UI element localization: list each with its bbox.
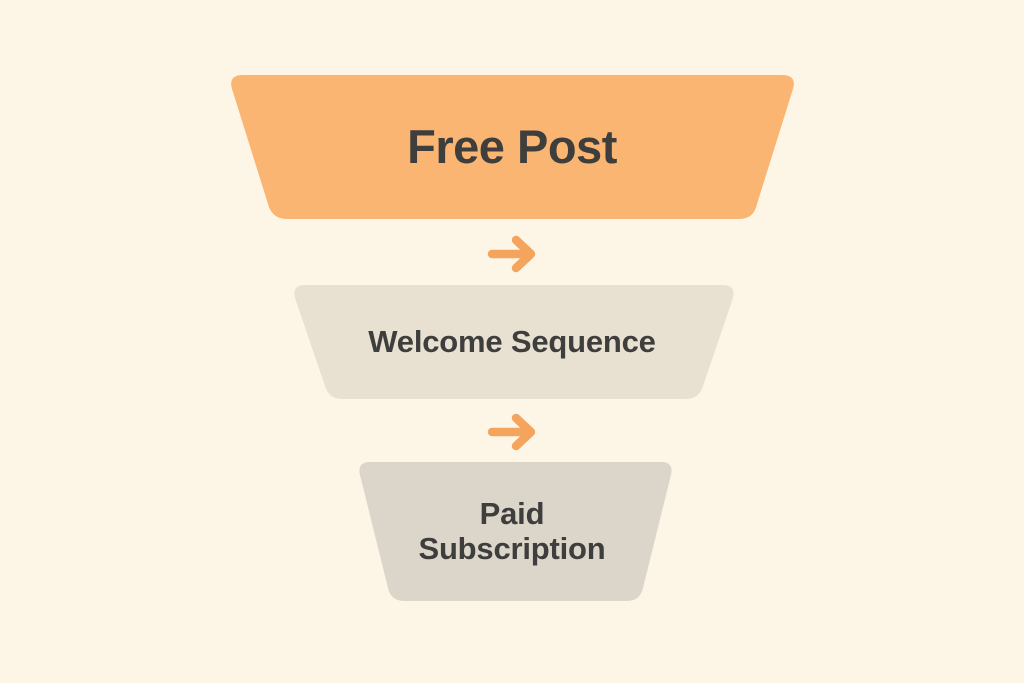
arrow-right-icon bbox=[487, 413, 536, 451]
trapezoid-path bbox=[294, 285, 734, 399]
funnel-connector-1 bbox=[0, 228, 1024, 280]
funnel-connector-2 bbox=[0, 406, 1024, 458]
funnel-stage-label: Welcome Sequence bbox=[368, 323, 656, 359]
trapezoid-path bbox=[231, 75, 794, 219]
funnel-stage-free-post[interactable]: Free Post bbox=[0, 75, 1024, 219]
funnel-stage-shape bbox=[231, 75, 794, 219]
arrow-right-icon bbox=[487, 235, 536, 273]
funnel-stage-paid-subscription[interactable]: Paid Subscription bbox=[0, 462, 1024, 601]
funnel-stage-label: Paid Subscription bbox=[418, 495, 606, 566]
funnel-stage-shape bbox=[359, 462, 672, 601]
funnel-stage-label: Free Post bbox=[407, 119, 617, 173]
funnel-stage-shape bbox=[294, 285, 734, 399]
trapezoid-path bbox=[359, 462, 672, 601]
funnel-stage-welcome-sequence[interactable]: Welcome Sequence bbox=[0, 285, 1024, 399]
